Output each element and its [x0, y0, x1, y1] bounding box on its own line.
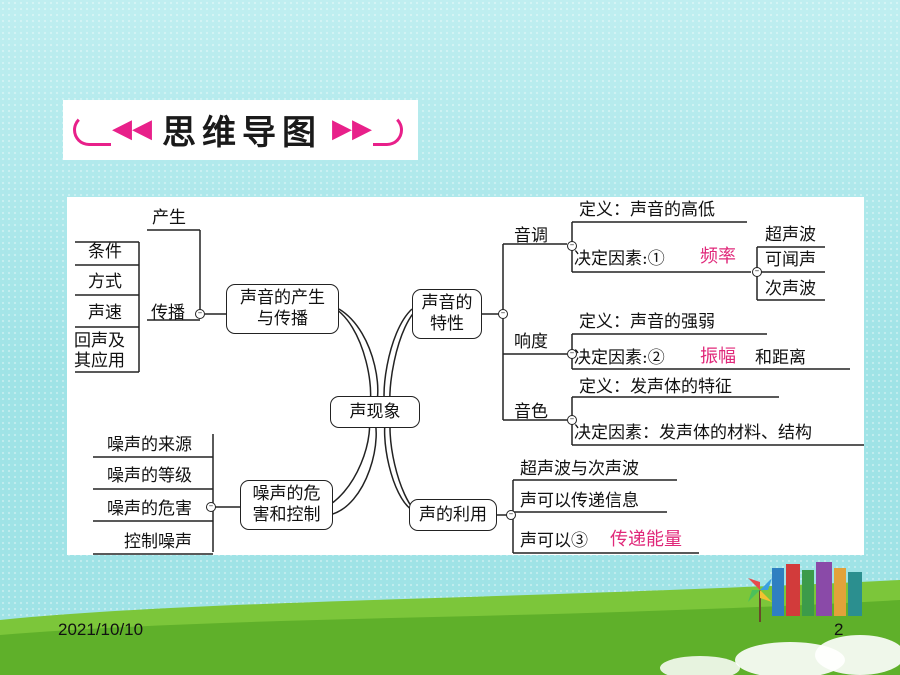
page-title: 思维导图 — [162, 112, 322, 153]
node-sound-characteristics: 声音的特性 — [412, 289, 482, 339]
landscape-decoration — [0, 562, 900, 675]
title-banner: ◀◀ 思维导图 ▶▶ — [63, 100, 418, 160]
collapse-icon: – — [498, 309, 508, 319]
title-band: ◀◀ 思维导图 ▶▶ — [111, 104, 373, 154]
label-pitch: 音调 — [514, 226, 548, 246]
use-item: 超声波与次声波 — [520, 459, 639, 479]
collapse-icon: – — [506, 510, 516, 520]
chevron-right-icon: ▶▶ — [332, 114, 372, 144]
node-sound-production: 声音的产生与传播 — [226, 284, 339, 334]
collapse-icon: – — [567, 415, 577, 425]
pitch-answer: 频率 — [700, 246, 736, 267]
label-spread: 传播 — [151, 303, 185, 323]
loudness-answer: 振幅 — [700, 346, 736, 367]
books-icon — [772, 562, 862, 616]
center-node: 声现象 — [330, 396, 420, 428]
node-sound-use: 声的利用 — [409, 499, 497, 531]
pitch-definition: 定义：声音的高低 — [579, 200, 715, 220]
noise-item: 噪声的危害 — [107, 499, 192, 519]
loudness-suffix: 和距离 — [755, 348, 806, 368]
spread-item: 声速 — [88, 303, 122, 323]
pinwheel-icon — [748, 578, 772, 622]
collapse-icon: – — [195, 309, 205, 319]
noise-item: 控制噪声 — [124, 532, 192, 552]
collapse-icon: – — [206, 502, 216, 512]
use-energy-answer: 传递能量 — [610, 529, 682, 550]
chevron-left-icon: ◀◀ — [112, 114, 152, 144]
label-produce: 产生 — [152, 208, 186, 228]
collapse-icon: – — [567, 241, 577, 251]
spread-item: 条件 — [88, 242, 122, 262]
footer-date: 2021/10/10 — [58, 620, 144, 639]
pitch-sub: 超声波 — [765, 225, 816, 245]
pitch-sub: 可闻声 — [765, 250, 816, 270]
node-noise: 噪声的危害和控制 — [240, 480, 333, 530]
spread-item: 方式 — [88, 272, 122, 292]
loudness-factor: 决定因素:② — [574, 348, 665, 368]
pitch-sub: 次声波 — [765, 279, 816, 299]
timbre-definition: 定义：发声体的特征 — [579, 377, 732, 397]
mind-map: 声现象 声音的产生与传播 – 产生 传播 条件 方式 声速 回声及其应用 噪声的… — [67, 197, 864, 555]
collapse-icon: – — [752, 267, 762, 277]
loudness-definition: 定义：声音的强弱 — [579, 312, 715, 332]
label-loudness: 响度 — [514, 332, 548, 352]
noise-item: 噪声的来源 — [107, 435, 192, 455]
spread-item: 回声及其应用 — [74, 331, 125, 371]
pitch-factor: 决定因素:① — [574, 249, 665, 269]
label-timbre: 音色 — [514, 402, 548, 422]
noise-item: 噪声的等级 — [107, 466, 192, 486]
page-number: 2 — [834, 620, 844, 639]
use-item: 声可以传递信息 — [520, 491, 639, 511]
collapse-icon: – — [567, 349, 577, 359]
use-energy: 声可以③ — [520, 531, 588, 551]
timbre-factor: 决定因素：发声体的材料、结构 — [574, 423, 812, 443]
